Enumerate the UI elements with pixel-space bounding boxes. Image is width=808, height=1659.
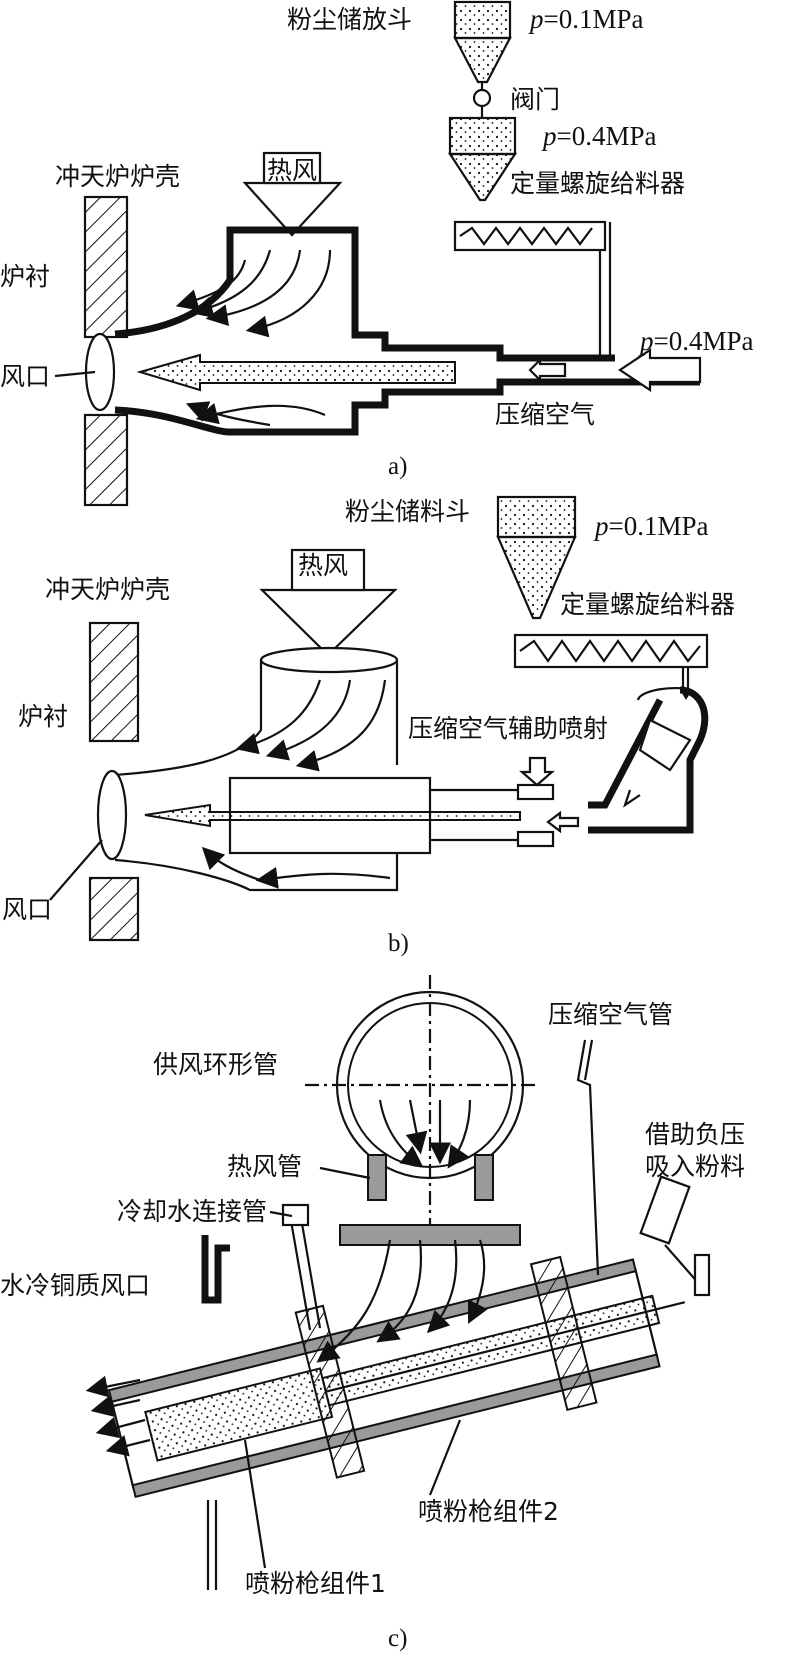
valve-icon [472, 88, 492, 108]
air-pressure-a: =0.4MPa [654, 326, 754, 356]
compressed-air-pipe-c [576, 1039, 600, 1276]
panel-a: 粉尘储放斗 p=0.1MPa 阀门 p=0.4MPa 定量螺旋给料器 热风 冲天… [0, 0, 754, 507]
tuyere-label-a: 风口 [0, 362, 50, 391]
lining-upper-a [83, 195, 129, 339]
dust-hopper-b [496, 495, 577, 539]
svg-text:p=0.1MPa: p=0.1MPa [593, 511, 709, 541]
svg-text:p=0.4MPa: p=0.4MPa [541, 121, 657, 151]
lining-lower-b [88, 876, 140, 942]
assist-arrow-b [519, 756, 555, 787]
suction-label-2: 吸入粉料 [645, 1152, 745, 1181]
caption-a: a) [388, 453, 407, 480]
ring-pipe-label-c: 供风环形管 [153, 1050, 278, 1079]
compressed-air-label-a: 压缩空气 [495, 400, 595, 429]
tuyere-label-b: 风口 [2, 895, 52, 924]
assist-label-b: 压缩空气辅助喷射 [408, 714, 608, 743]
suction-label-1: 借助负压 [645, 1120, 745, 1149]
lining-lower-a [83, 413, 129, 507]
svg-text:p=0.4MPa: p=0.4MPa [638, 326, 754, 356]
copper-tuyere-label-c: 水冷铜质风口 [0, 1271, 150, 1300]
hot-air-arrow-b [259, 588, 398, 657]
dust-hopper-a [453, 0, 512, 118]
compressed-pipe-label-c: 压缩空气管 [548, 1000, 673, 1029]
feeder-label-b: 定量螺旋给料器 [560, 590, 735, 619]
shell-label-a: 冲天炉炉壳 [55, 162, 180, 191]
screw-feeder-a [453, 220, 612, 355]
lining-upper-b [88, 621, 140, 743]
cooling-pipe-label-c: 冷却水连接管 [117, 1197, 267, 1226]
screw-feeder-b [513, 633, 709, 700]
gun1-label-c: 喷粉枪组件1 [245, 1569, 386, 1598]
feeder-hopper-a [447, 116, 518, 202]
hot-air-label-b: 热风 [298, 551, 348, 580]
caption-b: b) [388, 930, 409, 957]
panel-b: 粉尘储料斗 p=0.1MPa 定量螺旋给料器 热风 冲天炉炉壳 炉衬 压缩空气辅… [2, 495, 735, 957]
cooling-pipe-c [288, 1211, 322, 1331]
suction-nozzle-c [639, 1175, 691, 1245]
gun2-label-c: 喷粉枪组件2 [418, 1497, 559, 1526]
caption-c: c) [388, 1625, 407, 1652]
shell-label-b: 冲天炉炉壳 [45, 575, 170, 604]
svg-text:p=0.1MPa: p=0.1MPa [528, 4, 644, 34]
valve-label: 阀门 [510, 85, 560, 114]
lining-label-a: 炉衬 [0, 262, 50, 291]
hot-air-label-a: 热风 [267, 156, 317, 185]
hopper-label-b: 粉尘储料斗 [345, 497, 470, 526]
tuyere-b [96, 769, 128, 861]
lining-label-b: 炉衬 [18, 702, 68, 731]
air-inlet-arrow-a [618, 347, 702, 393]
hopper-label-a: 粉尘储放斗 [287, 5, 412, 34]
panel-c: 压缩空气管 供风环形管 借助负压 吸入粉料 热风管 冷却水连接管 水冷铜质风口 … [0, 975, 745, 1652]
feeder-label-a: 定量螺旋给料器 [510, 169, 685, 198]
hopper-pressure-a: =0.1MPa [544, 4, 644, 34]
hopper-pressure-b: =0.1MPa [609, 511, 709, 541]
feeder-pressure-a: =0.4MPa [557, 121, 657, 151]
hot-pipe-label-c: 热风管 [227, 1152, 302, 1181]
